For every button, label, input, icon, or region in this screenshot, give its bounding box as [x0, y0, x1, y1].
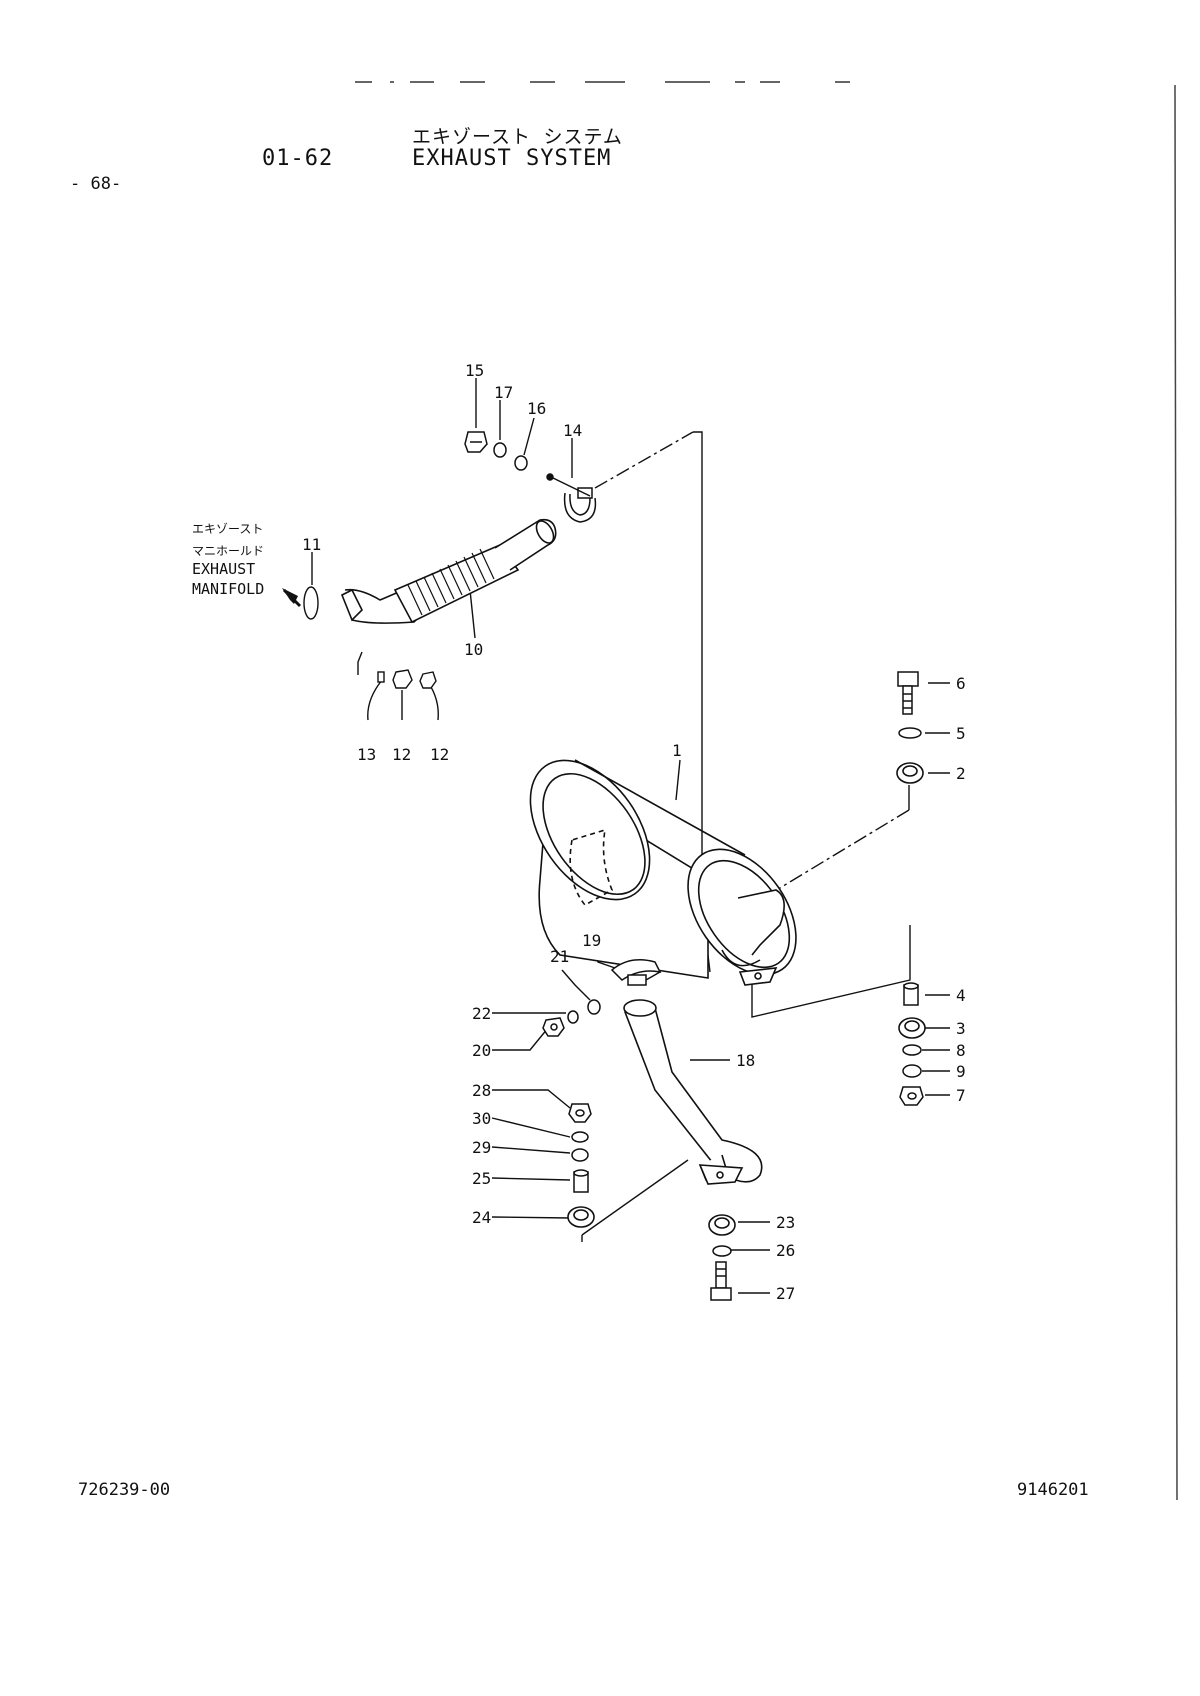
part-number-24: 24 — [472, 1208, 491, 1227]
part-number-27: 27 — [776, 1284, 795, 1303]
lock-washer-icon — [571, 1148, 589, 1162]
part-number-11: 11 — [302, 535, 321, 554]
part-number-13: 13 — [357, 745, 376, 764]
nut-icon — [464, 431, 488, 453]
rubber-mount-icon — [567, 1206, 595, 1228]
part-number-14: 14 — [563, 421, 582, 440]
part-number-17: 17 — [494, 383, 513, 402]
manifold-label-jp-line2: マニホールド — [192, 544, 265, 558]
nut-icon — [568, 1103, 592, 1123]
nut-icon — [392, 669, 413, 689]
part-number-20: 20 — [472, 1041, 491, 1060]
part-number-12b: 12 — [430, 745, 449, 764]
washer-icon — [902, 1044, 922, 1056]
part-number-7: 7 — [956, 1086, 966, 1105]
part-number-6: 6 — [956, 674, 966, 693]
part-number-labels: 15 17 16 14 11 10 13 12 12 6 5 2 1 4 3 8… — [302, 361, 966, 1303]
part-number-5: 5 — [956, 724, 966, 743]
part-number-29: 29 — [472, 1138, 491, 1157]
nut-icon — [419, 671, 437, 689]
part-number-8: 8 — [956, 1041, 966, 1060]
section-title-japanese: エキゾースト システム — [412, 126, 623, 148]
exhaust-pipe-icon — [340, 518, 557, 624]
rubber-mount-icon — [898, 1017, 926, 1039]
part-number-26: 26 — [776, 1241, 795, 1260]
clamp-icon — [610, 959, 662, 986]
washer-icon — [514, 455, 528, 471]
washer-icon — [898, 727, 922, 739]
manifold-label-en-line1: EXHAUST — [192, 560, 256, 578]
rubber-mount-icon — [708, 1214, 736, 1236]
part-number-4: 4 — [956, 986, 966, 1005]
part-number-1: 1 — [672, 741, 682, 760]
leader-lines — [311, 378, 950, 1294]
washer-icon — [712, 1245, 732, 1257]
part-number-28: 28 — [472, 1081, 491, 1100]
part-number-21: 21 — [550, 947, 569, 966]
tail-pipe-icon — [623, 999, 763, 1185]
section-title: EXHAUST SYSTEM — [412, 146, 612, 171]
part-number-16: 16 — [527, 399, 546, 418]
muffler-icon — [529, 759, 797, 986]
nut-icon — [899, 1086, 924, 1106]
manifold-label-jp-line1: エキゾースト — [192, 522, 264, 536]
part-number-12a: 12 — [392, 745, 411, 764]
part-number-9: 9 — [956, 1062, 966, 1081]
page-number: - 68- — [70, 174, 122, 194]
nut-icon — [542, 1017, 565, 1037]
lock-washer-icon — [902, 1064, 922, 1078]
page-edge-line — [1174, 84, 1178, 1501]
washer-icon — [587, 999, 601, 1015]
manifold-arrow-icon — [282, 588, 302, 608]
bolt-icon — [710, 1261, 732, 1301]
part-number-25: 25 — [472, 1169, 491, 1188]
figure-number: 9146201 — [1017, 1480, 1089, 1500]
section-code: 01-62 — [262, 146, 334, 171]
document-number: 726239-00 — [78, 1480, 171, 1500]
part-number-19: 19 — [582, 931, 601, 950]
lock-washer-icon — [567, 1010, 579, 1024]
part-number-30: 30 — [472, 1109, 491, 1128]
clamp-icon — [546, 473, 597, 523]
collar-icon — [573, 1169, 589, 1193]
part-number-3: 3 — [956, 1019, 966, 1038]
manifold-label-en-line2: MANIFOLD — [192, 580, 265, 598]
part-number-23: 23 — [776, 1213, 795, 1232]
rubber-mount-icon — [896, 762, 924, 784]
part-number-22: 22 — [472, 1004, 491, 1023]
lock-washer-icon — [493, 442, 507, 458]
part-number-2: 2 — [956, 764, 966, 783]
part-number-10: 10 — [464, 640, 483, 659]
collar-icon — [903, 982, 919, 1006]
gasket-icon — [303, 586, 319, 620]
bolt-icon — [897, 671, 919, 715]
washer-icon — [571, 1131, 589, 1143]
part-number-18: 18 — [736, 1051, 755, 1070]
stud-icon — [377, 671, 385, 683]
part-number-15: 15 — [465, 361, 484, 380]
